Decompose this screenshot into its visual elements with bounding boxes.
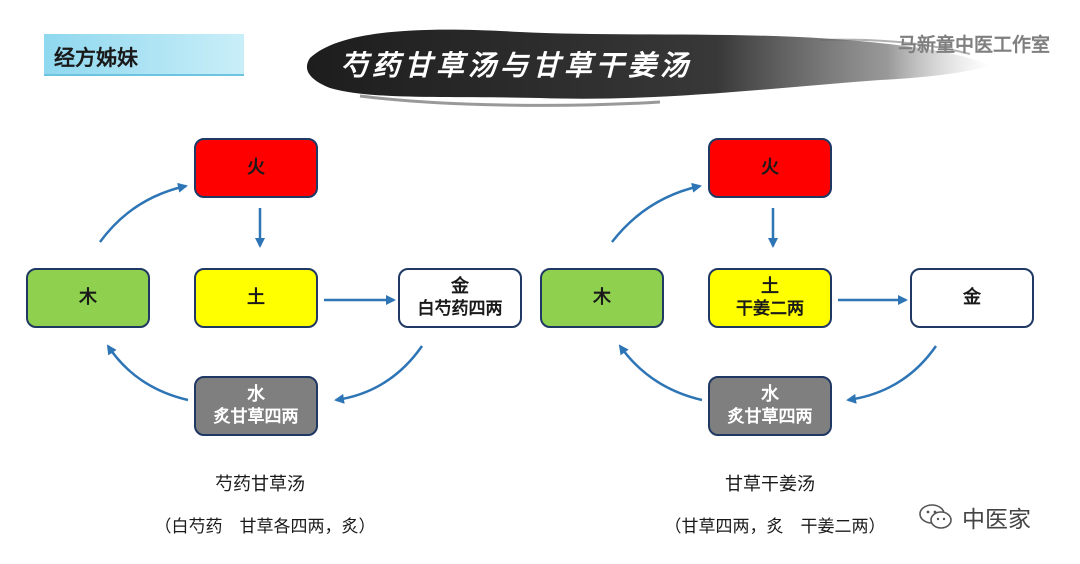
watermark: 中医家: [918, 500, 1031, 534]
right-water-dose: 炙甘草四两: [727, 406, 813, 427]
watermark-text: 中医家: [962, 507, 1031, 533]
right-fire-label: 火: [761, 156, 779, 178]
arrow-metal-to-water: [334, 345, 424, 404]
left-metal-node: 金 白芍药四两: [398, 268, 522, 328]
section-tag-label: 经方姊妹: [54, 46, 138, 70]
right-earth-label: 土: [761, 276, 779, 298]
banner-title: 芍药甘草汤与甘草干姜汤: [340, 49, 693, 82]
right-metal-node: 金: [910, 268, 1034, 328]
arrow-wood-to-fire-right: [611, 182, 702, 243]
left-formula-name: 芍药甘草汤: [215, 474, 305, 495]
left-water-node: 水 炙甘草四两: [194, 376, 318, 436]
right-water-label: 水: [761, 384, 779, 406]
left-wood-label: 木: [79, 286, 97, 308]
right-fire-node: 火: [708, 138, 832, 198]
left-fire-node: 火: [194, 138, 318, 198]
ink-brush-banner: [306, 29, 990, 107]
left-wood-node: 木: [26, 268, 150, 328]
left-metal-label: 金: [451, 276, 469, 298]
right-wood-label: 木: [593, 286, 611, 308]
right-formula-name: 甘草干姜汤: [725, 474, 815, 495]
left-water-label: 水: [247, 384, 265, 406]
arrow-water-to-wood: [106, 344, 189, 402]
right-water-node: 水 炙甘草四两: [708, 376, 832, 436]
arrow-wood-to-fire: [98, 182, 188, 243]
left-formula-recipe: （白芍药 甘草各四两，炙）: [154, 517, 376, 537]
right-wood-node: 木: [540, 268, 664, 328]
left-metal-dose: 白芍药四两: [417, 298, 503, 319]
left-earth-node: 土: [194, 268, 318, 328]
studio-name: 马新童中医工作室: [897, 34, 1050, 56]
left-fire-label: 火: [247, 156, 265, 178]
right-earth-dose: 干姜二两: [736, 298, 804, 319]
right-metal-label: 金: [963, 286, 981, 308]
right-formula-recipe: （甘草四两，炙 干姜二两）: [664, 517, 886, 537]
wechat-icon: [919, 504, 952, 529]
right-earth-node: 土 干姜二两: [708, 268, 832, 328]
left-earth-label: 土: [247, 286, 265, 308]
arrow-metal-to-water-right: [846, 345, 938, 404]
arrow-water-to-wood-right: [618, 344, 703, 402]
left-water-dose: 炙甘草四两: [213, 406, 299, 427]
section-tag: 经方姊妹: [44, 34, 244, 76]
